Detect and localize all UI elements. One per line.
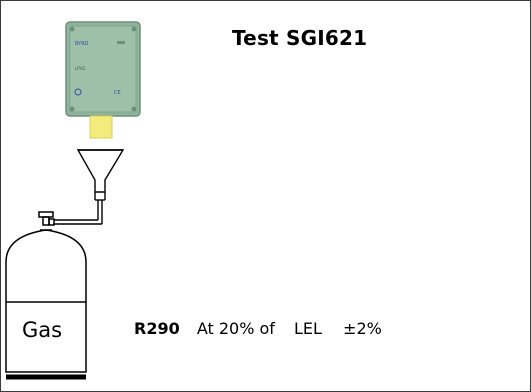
test-spec: R290 At 20% of LEL ±2% xyxy=(134,319,382,338)
device-model-text: LPVG xyxy=(75,66,85,71)
gas-sensor-device: BYRD LPVG CE xyxy=(65,21,141,139)
device-brand-text: BYRD xyxy=(75,41,89,47)
gas-cylinder xyxy=(5,211,87,380)
unit-text: LEL xyxy=(294,319,322,338)
screw-icon xyxy=(131,106,137,112)
screw-icon xyxy=(69,26,75,32)
screw-icon xyxy=(69,106,75,112)
sensor-nozzle xyxy=(89,115,113,139)
logo-icon xyxy=(74,88,82,96)
screw-icon xyxy=(131,26,137,32)
cylinder-label: Gas xyxy=(22,318,63,342)
ce-mark-text: CE xyxy=(114,90,121,96)
status-led-icon xyxy=(117,41,125,44)
diagram-title: Test SGI621 xyxy=(232,26,368,50)
gas-tube xyxy=(54,200,103,225)
tolerance-text: ±2% xyxy=(343,319,382,338)
concentration-text: At 20% of xyxy=(196,319,275,338)
test-funnel xyxy=(76,149,125,201)
gas-type: R290 xyxy=(134,319,180,338)
